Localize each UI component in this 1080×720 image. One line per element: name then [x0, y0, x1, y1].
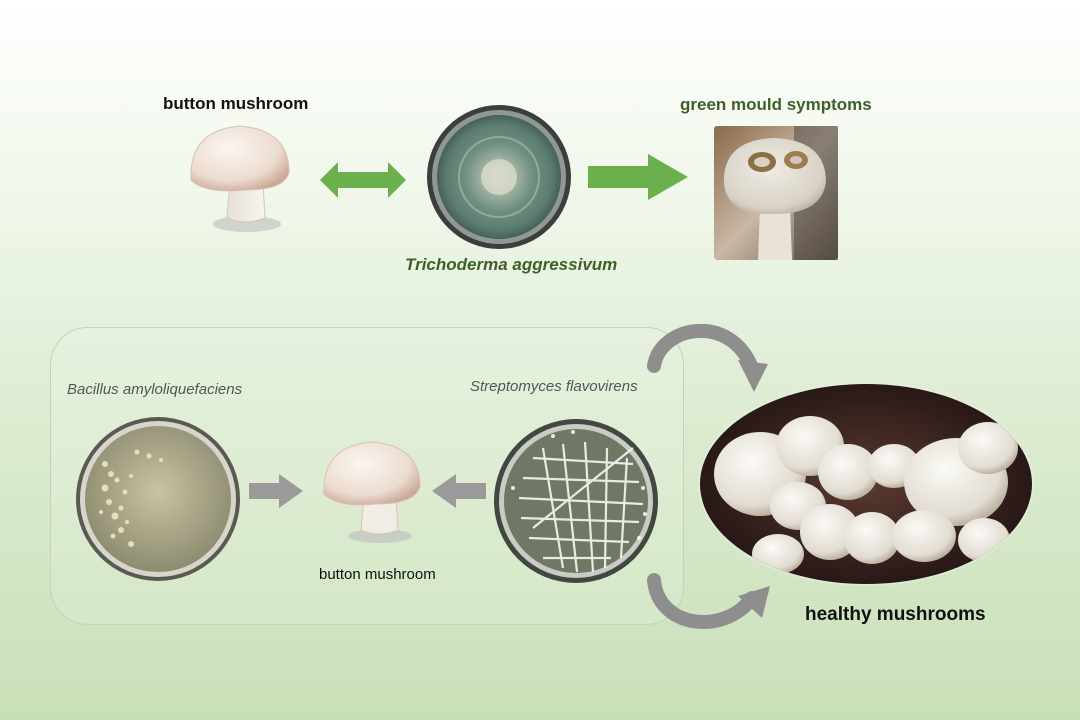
streptomyces-petri-dish — [493, 418, 659, 584]
healthy-mushrooms-image — [698, 382, 1034, 586]
bacillus-label: Bacillus amyloliquefaciens — [67, 381, 242, 398]
right-arrow-green — [588, 154, 688, 200]
green-mould-symptoms-image — [714, 126, 838, 260]
trichoderma-petri-dish — [426, 104, 572, 250]
button-mushroom-image-top — [185, 120, 295, 235]
button-mushroom-label-bottom: button mushroom — [319, 566, 436, 583]
button-mushroom-image-bottom — [318, 436, 426, 546]
bacillus-petri-dish — [75, 416, 241, 582]
green-mould-label: green mould symptoms — [680, 95, 872, 115]
streptomyces-label: Streptomyces flavovirens — [470, 378, 638, 395]
gray-arrow-left — [432, 474, 486, 508]
button-mushroom-label-top: button mushroom — [163, 94, 308, 114]
healthy-mushrooms-label: healthy mushrooms — [805, 604, 986, 626]
gray-arrow-right — [249, 474, 303, 508]
double-headed-arrow — [320, 160, 406, 200]
trichoderma-label: Trichoderma aggressivum — [405, 255, 617, 275]
